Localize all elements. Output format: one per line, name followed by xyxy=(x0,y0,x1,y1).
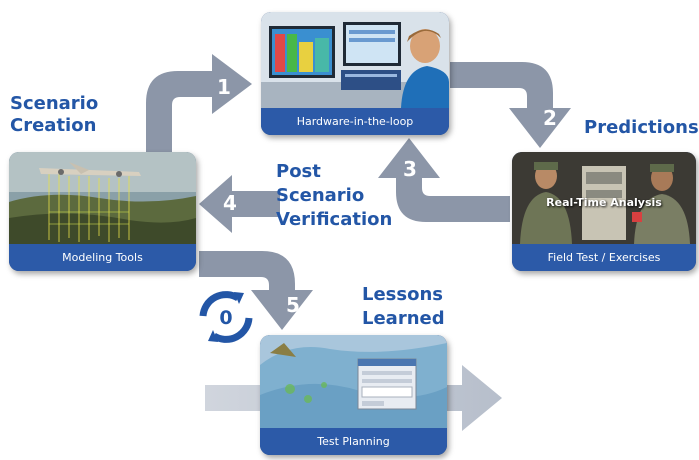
cycle-icon: 0 xyxy=(199,291,253,343)
card-test-planning: Test Planning xyxy=(260,335,447,455)
cycle-icon-label: 0 xyxy=(219,307,232,329)
stage-title-line: Post xyxy=(276,161,321,182)
field-test-image xyxy=(512,152,696,244)
card-field-test-exercises: Real-Time Analysis Field Test / Exercise… xyxy=(512,152,696,271)
card-caption: Test Planning xyxy=(260,428,447,455)
arrow-2 xyxy=(450,62,571,148)
arrow-5 xyxy=(199,251,313,330)
stage-title-line: Creation xyxy=(10,115,97,136)
stage-title-lessons-learned: Lessons Learned xyxy=(362,283,445,331)
stage-title-line: Verification xyxy=(276,209,393,230)
stage-title-scenario-creation: Scenario Creation xyxy=(10,93,98,137)
step-number-2: 2 xyxy=(543,106,557,130)
card-modeling-tools: Modeling Tools xyxy=(9,152,196,271)
stage-title-line: Learned xyxy=(362,308,445,329)
hardware-lab-image xyxy=(261,12,449,108)
arrow-1 xyxy=(146,54,252,152)
step-number-3: 3 xyxy=(403,157,417,181)
card-hardware-in-the-loop: Hardware-in-the-loop xyxy=(261,12,449,135)
test-planning-map-image xyxy=(260,335,447,428)
card-caption: Modeling Tools xyxy=(9,244,196,271)
modeling-terrain-image xyxy=(9,152,196,244)
card-caption: Field Test / Exercises xyxy=(512,244,696,271)
step-number-1: 1 xyxy=(217,75,231,99)
card-caption: Hardware-in-the-loop xyxy=(261,108,449,135)
stage-title-line: Scenario xyxy=(10,93,99,114)
stage-title-line: Lessons xyxy=(362,284,443,305)
stage-title-predictions: Predictions xyxy=(584,117,699,138)
step-number-5: 5 xyxy=(286,293,300,317)
stage-title-line: Scenario xyxy=(276,185,365,206)
step-number-4: 4 xyxy=(223,191,237,215)
field-overlay-text: Real-Time Analysis xyxy=(546,196,662,209)
arrow-4 xyxy=(199,175,280,233)
arrow-3 xyxy=(378,138,510,222)
stage-title-post-scenario-verification: Post Scenario Verification xyxy=(276,160,392,232)
